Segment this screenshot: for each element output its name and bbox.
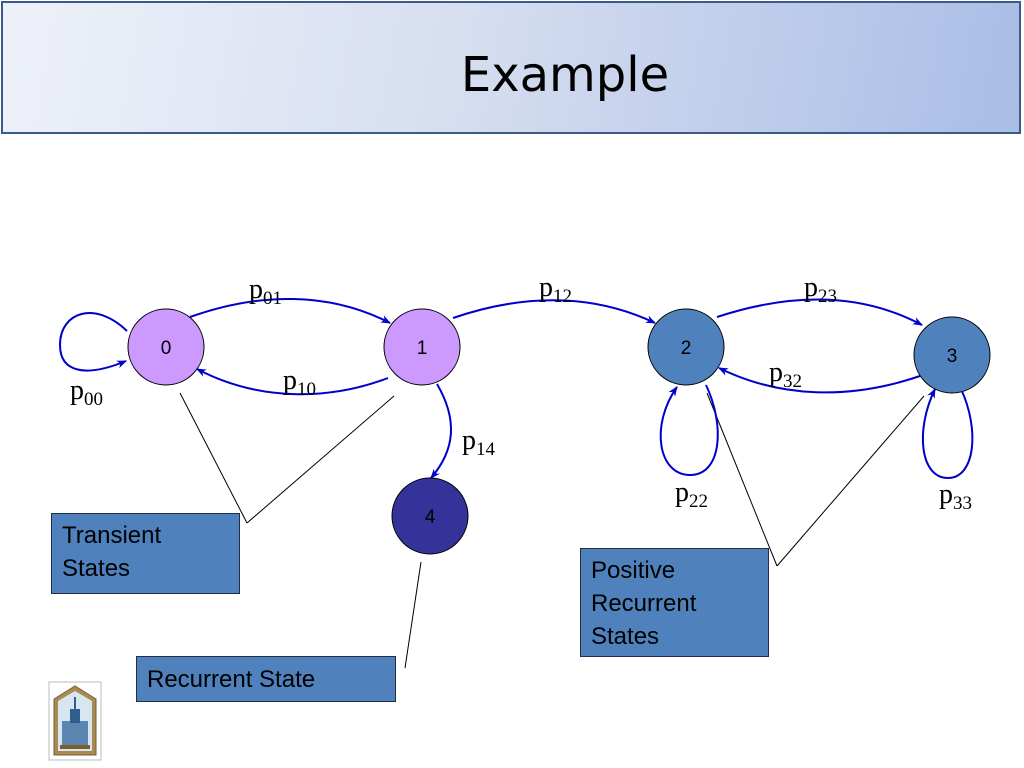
state-label-2: 2 xyxy=(681,338,692,359)
state-label-3: 3 xyxy=(947,346,958,367)
transition-labels: p01 p10 p00 p12 p14 p23 p32 p22 p33 xyxy=(70,272,972,514)
arrow-p33-self-loop-3 xyxy=(921,388,974,480)
state-node-3: 3 xyxy=(913,316,991,394)
positive-callout-line-to-state-2 xyxy=(706,392,778,567)
arrow-p10-1-to-0 xyxy=(196,368,389,396)
label-p00: p00 xyxy=(70,375,103,410)
slide-title-bar: Example xyxy=(1,1,1021,134)
positive-recurrent-states-callout: Positive Recurrent States xyxy=(580,548,769,657)
state-label-4: 4 xyxy=(425,507,436,528)
state-node-4: 4 xyxy=(391,477,469,555)
arrow-p00-self-loop-0 xyxy=(58,312,128,372)
label-p33: p33 xyxy=(939,479,972,514)
recurrent-callout-line-to-state-4 xyxy=(404,561,422,669)
state-node-2: 2 xyxy=(647,308,725,386)
state-label-0: 0 xyxy=(161,338,172,359)
label-p23: p23 xyxy=(804,272,837,307)
transition-arrows xyxy=(58,297,974,480)
label-p22: p22 xyxy=(675,477,708,512)
transient-callout-line-to-state-0 xyxy=(179,392,248,524)
arrow-p22-self-loop-2 xyxy=(659,384,719,477)
label-p10: p10 xyxy=(283,365,316,400)
positive-callout-line-2: Recurrent xyxy=(591,590,697,617)
callout-lines xyxy=(179,392,925,669)
slide-title: Example xyxy=(460,47,670,103)
label-p01: p01 xyxy=(249,274,282,309)
arrow-p32-3-to-2 xyxy=(718,367,921,394)
label-p32: p32 xyxy=(769,357,802,392)
transient-states-callout: Transient States xyxy=(51,513,240,594)
transient-callout-line-2: States xyxy=(62,555,131,582)
arrow-p12-1-to-2 xyxy=(452,299,656,324)
recurrent-state-callout: Recurrent State xyxy=(136,656,396,702)
label-p12: p12 xyxy=(539,272,572,307)
positive-callout-line-to-state-3 xyxy=(776,395,925,567)
arrow-p23-2-to-3 xyxy=(716,298,923,326)
recurrent-callout-text: Recurrent State xyxy=(147,666,316,693)
positive-callout-line-3: States xyxy=(591,623,660,650)
arrow-p14-1-to-4 xyxy=(430,383,453,479)
transient-callout-line-to-state-1 xyxy=(246,395,395,524)
state-node-1: 1 xyxy=(383,308,461,386)
university-crest-icon xyxy=(48,681,102,761)
transient-callout-line-1: Transient xyxy=(62,522,162,549)
label-p14: p14 xyxy=(462,425,496,460)
arrow-p01-0-to-1 xyxy=(189,297,391,324)
state-node-0: 0 xyxy=(127,308,205,386)
positive-callout-line-1: Positive xyxy=(591,557,676,584)
state-label-1: 1 xyxy=(417,338,428,359)
